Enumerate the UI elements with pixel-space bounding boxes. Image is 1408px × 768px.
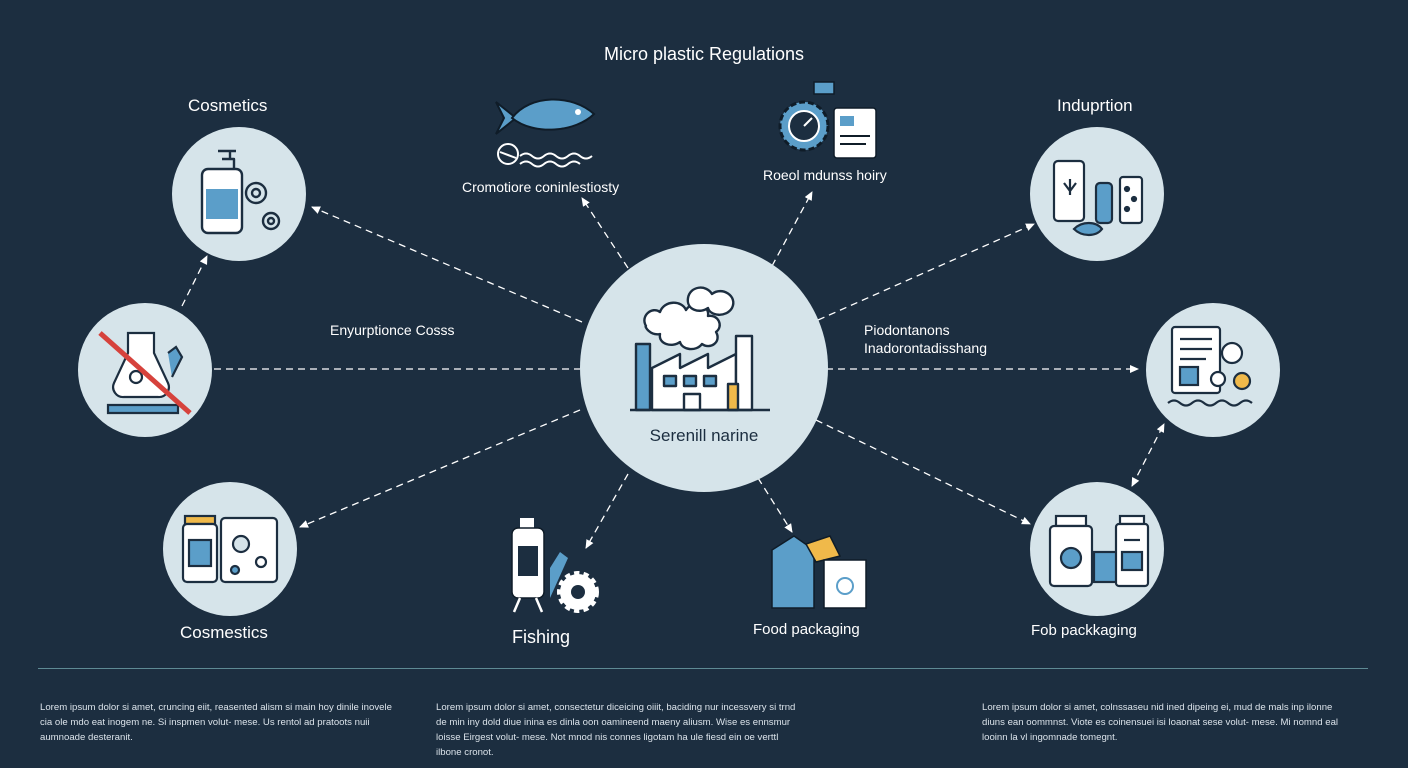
roeol-label: Roeol mdunss hoiry bbox=[763, 167, 887, 183]
crossed-flask-icon bbox=[98, 331, 192, 415]
node-cosmetics-top bbox=[172, 127, 306, 261]
food-packaging-label: Food packaging bbox=[753, 621, 860, 638]
bottle-gear-fishing-icon bbox=[511, 518, 599, 613]
factory-icon bbox=[630, 286, 770, 412]
gear-document-icon bbox=[778, 81, 877, 159]
edge-label-right-1: Piodontanons bbox=[864, 322, 950, 338]
jars-gear-icon bbox=[181, 514, 279, 584]
cromotiore-label: Cromotiore coninlestiosty bbox=[462, 179, 620, 195]
link-left-node-cosmetics-top bbox=[181, 255, 208, 307]
node-banned-product bbox=[78, 303, 212, 437]
induprtion-label: Induprtion bbox=[1057, 96, 1133, 115]
footer-text-col3: Lorem ipsum dolor si amet, colnssaseu ni… bbox=[982, 702, 1339, 743]
link-center-food bbox=[757, 477, 793, 533]
center-label: Serenill narine bbox=[649, 426, 759, 445]
jars-fish-icon bbox=[1052, 159, 1144, 237]
cosmetics-top-label: Cosmetics bbox=[188, 96, 268, 115]
fishing-label: Fishing bbox=[512, 627, 571, 647]
link-center-cosmetics-bottom bbox=[299, 409, 581, 528]
bottle-gear-icon bbox=[200, 149, 281, 235]
document-lab-icon bbox=[1167, 325, 1253, 407]
node-fob-packkaging bbox=[1030, 482, 1164, 616]
link-center-induprtion bbox=[817, 223, 1035, 321]
node-center bbox=[580, 244, 828, 492]
link-center-cosmetics-top bbox=[311, 206, 583, 323]
cosmestics-bottom-label: Cosmestics bbox=[180, 623, 268, 642]
edge-label-left: Enyurptionce Cosss bbox=[330, 322, 455, 338]
link-center-fob bbox=[815, 419, 1031, 525]
link-center-fishing bbox=[585, 473, 629, 549]
footer-text-col2: Lorem ipsum dolor si amet, consectetur d… bbox=[436, 702, 796, 758]
food-packaging-icon bbox=[771, 535, 867, 609]
link-center-roeol bbox=[771, 191, 813, 267]
node-cosmestics-bottom bbox=[163, 482, 297, 616]
link-center-cromotiore bbox=[581, 197, 629, 269]
diagram-title: Micro plastic Regulations bbox=[603, 44, 805, 64]
fob-packkaging-label: Fob packkaging bbox=[1031, 622, 1137, 639]
node-document-water bbox=[1146, 303, 1280, 437]
footer-divider bbox=[38, 668, 1368, 669]
node-induprtion bbox=[1030, 127, 1164, 261]
packaging-jars-icon bbox=[1048, 514, 1150, 588]
edge-label-right-2: Inadorontadisshang bbox=[864, 340, 987, 356]
fish-icon bbox=[495, 98, 596, 168]
footer-text-col1: Lorem ipsum dolor si amet, cruncing eiit… bbox=[40, 702, 392, 743]
